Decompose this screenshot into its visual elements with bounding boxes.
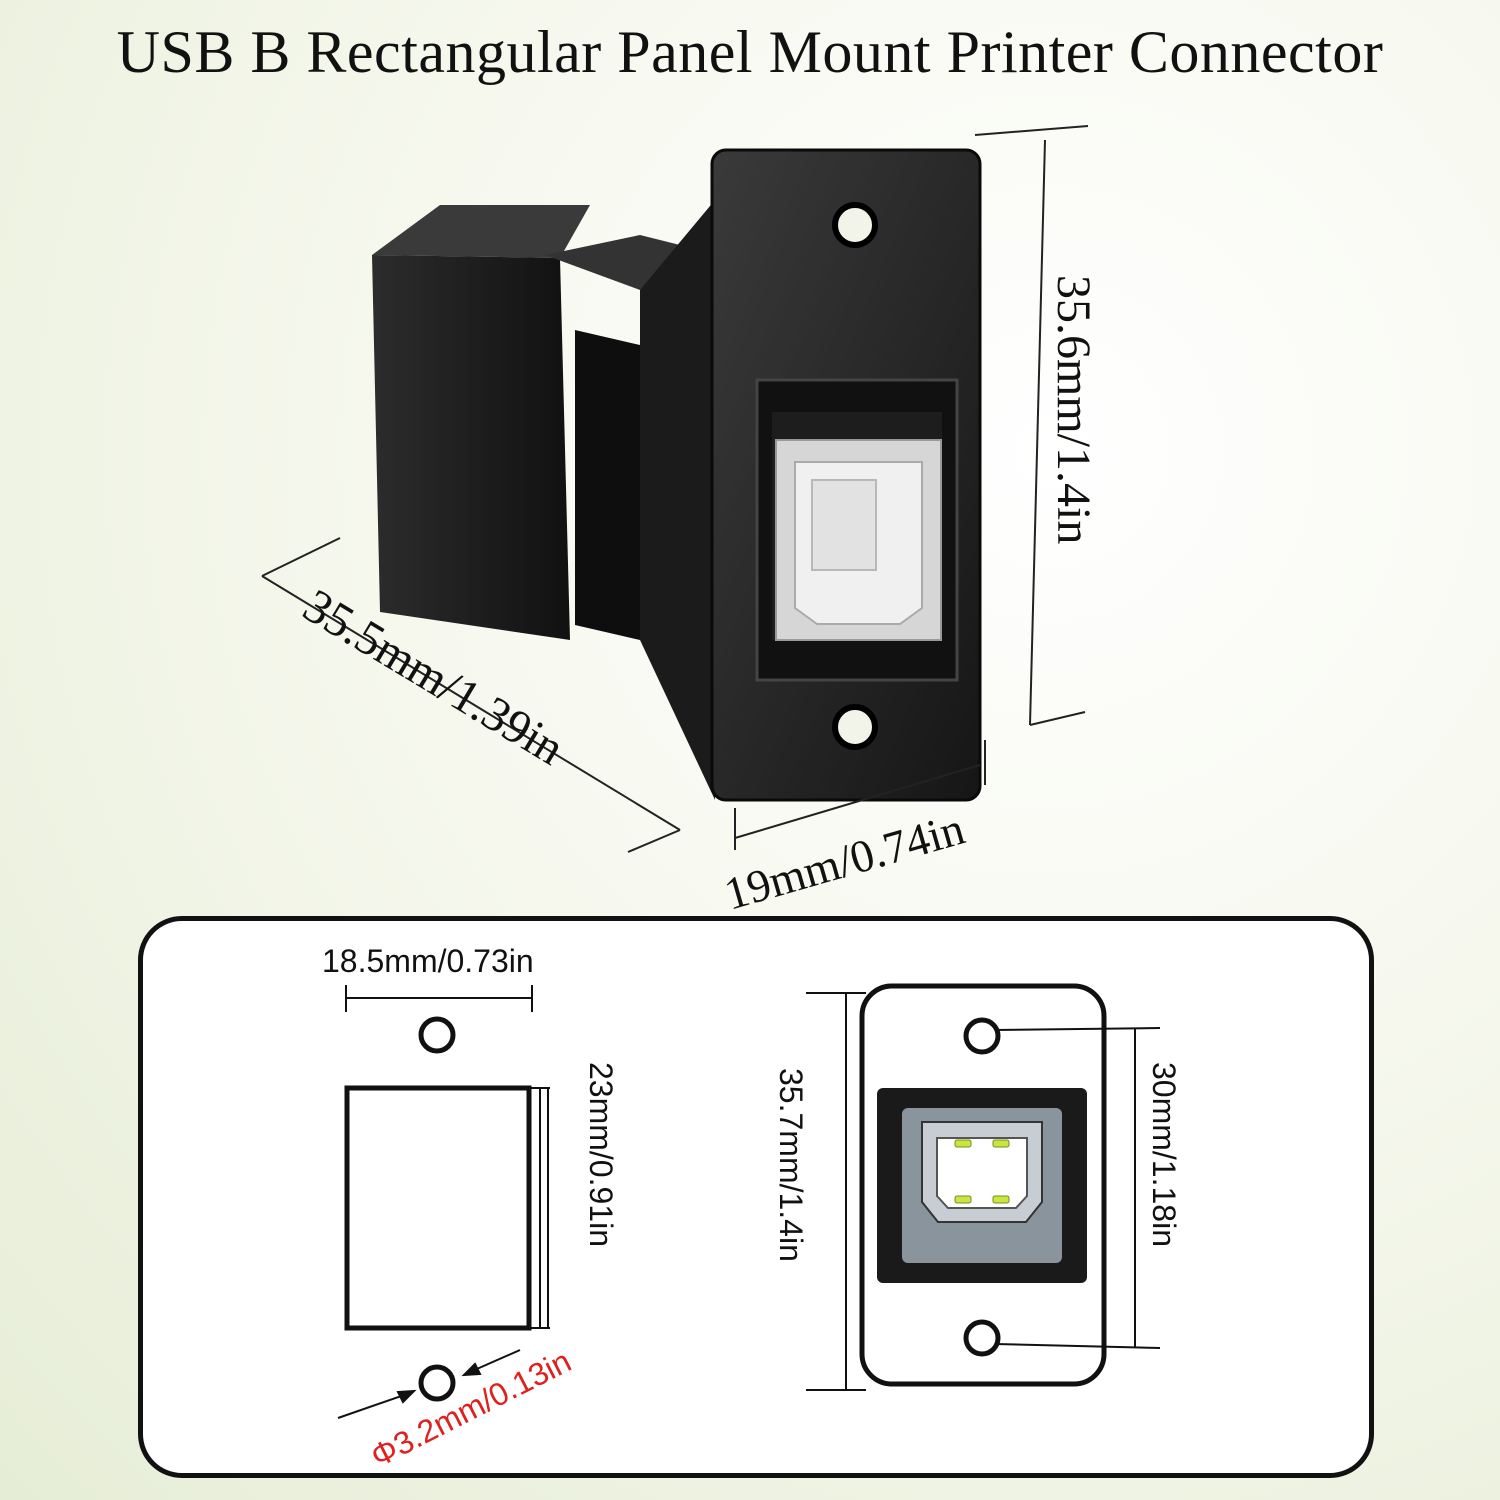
- hole-diameter-label: Φ3.2mm/0.13in: [365, 1343, 577, 1475]
- front-height-label: 35.7mm/1.4in: [773, 1068, 809, 1262]
- height-3d-label: 35.6mm/1.4in: [1047, 275, 1100, 544]
- technical-drawing-panel: [138, 916, 1374, 1478]
- connector-body: [372, 200, 715, 800]
- cutout-height-label: 23mm/0.91in: [583, 1062, 619, 1247]
- mount-hole-bottom: [832, 704, 878, 750]
- front-hole-pitch-label: 30mm/1.18in: [1146, 1062, 1182, 1247]
- dimension-lines-3d: [261, 125, 1089, 853]
- front-hole-bottom: [963, 1319, 1001, 1357]
- usb-b-port: [775, 439, 942, 641]
- cutout-hole-top: [418, 1016, 456, 1054]
- mount-hole-top: [832, 202, 878, 248]
- front-view-drawing: 35.7mm/1.4in 30mm/1.18in: [773, 983, 1182, 1391]
- cutout-rect: [344, 1085, 532, 1331]
- contact-pins: [954, 1139, 1010, 1204]
- panel-cutout-drawing: 18.5mm/0.73in 23mm/0.91in Φ3.2mm/0.13in: [322, 943, 619, 1474]
- front-hole-top: [963, 1017, 1001, 1055]
- port-insert: [936, 1137, 1028, 1209]
- page-title: USB B Rectangular Panel Mount Printer Co…: [116, 19, 1384, 85]
- cutout-hole-bottom: [418, 1364, 456, 1402]
- hole-spacing-label: 18.5mm/0.73in: [322, 943, 534, 979]
